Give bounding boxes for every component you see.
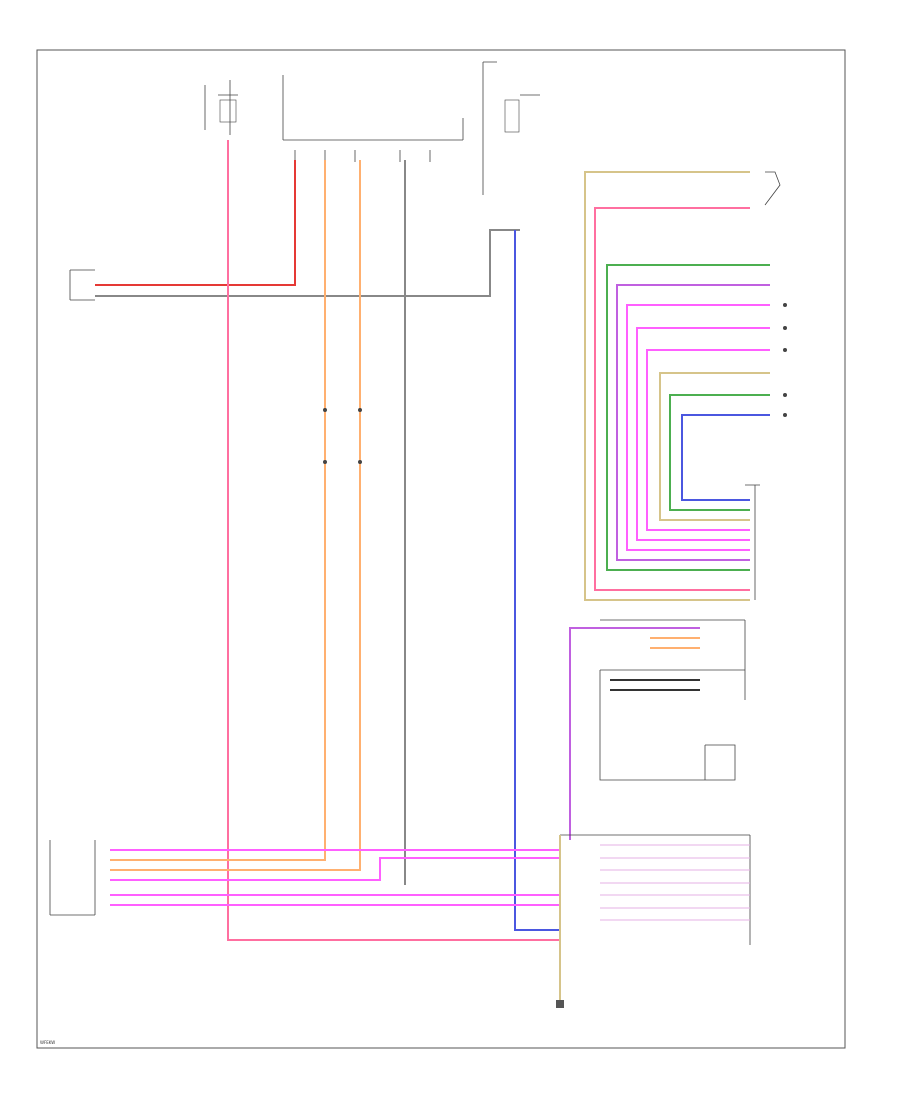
wire-tan-mid — [659, 372, 770, 521]
wire-orange-2 — [110, 160, 361, 871]
wire-orange-1 — [110, 160, 326, 861]
wire-blue-vertical — [514, 230, 560, 931]
wire-magenta-2 — [110, 857, 560, 881]
transmission-connector-left — [49, 840, 96, 916]
wire-orange-short — [650, 637, 700, 649]
wire-magenta-r3 — [646, 349, 770, 531]
wire-red-brake — [95, 160, 296, 286]
diagram-frame — [36, 49, 846, 1049]
wire-pink-main — [227, 140, 560, 941]
ground-symbol — [556, 1000, 564, 1008]
wire-magenta-r1 — [626, 304, 770, 551]
bottom-right-connector — [560, 834, 751, 945]
wire-violet-short — [569, 627, 700, 840]
wire-violet-1 — [616, 284, 770, 561]
brake-switch-left — [69, 269, 95, 301]
fuse-box-right — [482, 61, 540, 195]
footer-code: WFEKW — [40, 1040, 55, 1045]
control-module-top — [282, 75, 464, 162]
connector-dots — [323, 303, 787, 464]
wire-blue-r — [681, 414, 770, 501]
wire-dark-short — [610, 679, 700, 691]
transmission-module-connector — [745, 484, 760, 600]
wire-tan-top — [584, 171, 750, 601]
wire-green-1 — [606, 264, 770, 571]
wire-red-top — [594, 207, 750, 591]
range-selector-module — [599, 619, 746, 781]
top-right-switch — [764, 171, 781, 206]
fuse-block-left — [204, 80, 238, 135]
wire-green-2 — [669, 394, 770, 511]
wire-magenta-r2 — [636, 327, 770, 541]
wire-grey-brake — [95, 229, 520, 297]
